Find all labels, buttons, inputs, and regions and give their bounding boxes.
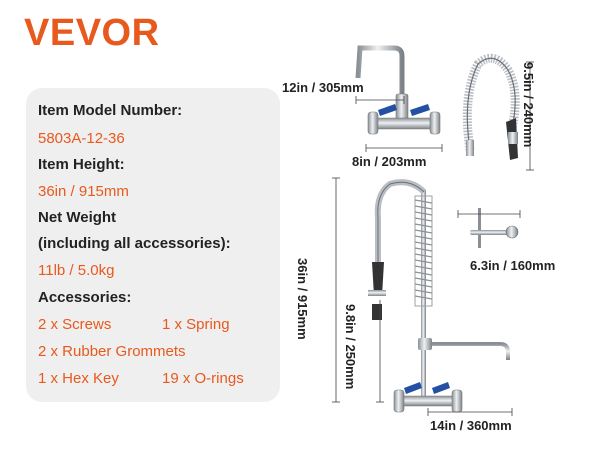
item-height-label: Item Height: bbox=[38, 156, 125, 173]
spec-panel bbox=[26, 88, 280, 402]
wall-bracket-label: 6.3in / 160mm bbox=[470, 258, 556, 273]
model-number-value: 5803A-12-36 bbox=[38, 130, 125, 147]
accessory-spring: 1 x Spring bbox=[162, 316, 230, 333]
spring-height-label: 9.5in / 240mm bbox=[521, 62, 536, 148]
base-width-label: 8in / 203mm bbox=[352, 154, 427, 169]
model-number-label: Item Model Number: bbox=[38, 102, 183, 119]
spout-length-label: 12in / 305mm bbox=[282, 80, 364, 95]
pre-rinse-spring-illustration bbox=[462, 53, 520, 160]
accessory-o-rings: 19 x O-rings bbox=[162, 370, 244, 387]
accessory-hex-key: 1 x Hex Key bbox=[38, 370, 119, 387]
accessories-label: Accessories: bbox=[38, 289, 132, 306]
net-weight-label: Net Weight bbox=[38, 209, 117, 226]
accessory-screws: 2 x Screws bbox=[38, 316, 112, 333]
sprayer-length-label: 9.8in / 250mm bbox=[343, 304, 358, 390]
wall-bracket-illustration bbox=[470, 208, 519, 248]
pre-rinse-faucet-illustration bbox=[368, 179, 510, 413]
net-weight-note: (including all accessories): bbox=[38, 235, 231, 252]
net-weight-value: 11lb / 5.0kg bbox=[38, 262, 115, 279]
item-height-value: 36in / 915mm bbox=[38, 183, 129, 200]
total-height-label: 36in / 915mm bbox=[295, 258, 310, 340]
add-on-spout-label: 14in / 360mm bbox=[430, 418, 512, 433]
wall-faucet-illustration bbox=[355, 45, 441, 135]
accessory-grommets: 2 x Rubber Grommets bbox=[38, 343, 186, 360]
vevor-logo: VEVOR bbox=[24, 12, 160, 54]
